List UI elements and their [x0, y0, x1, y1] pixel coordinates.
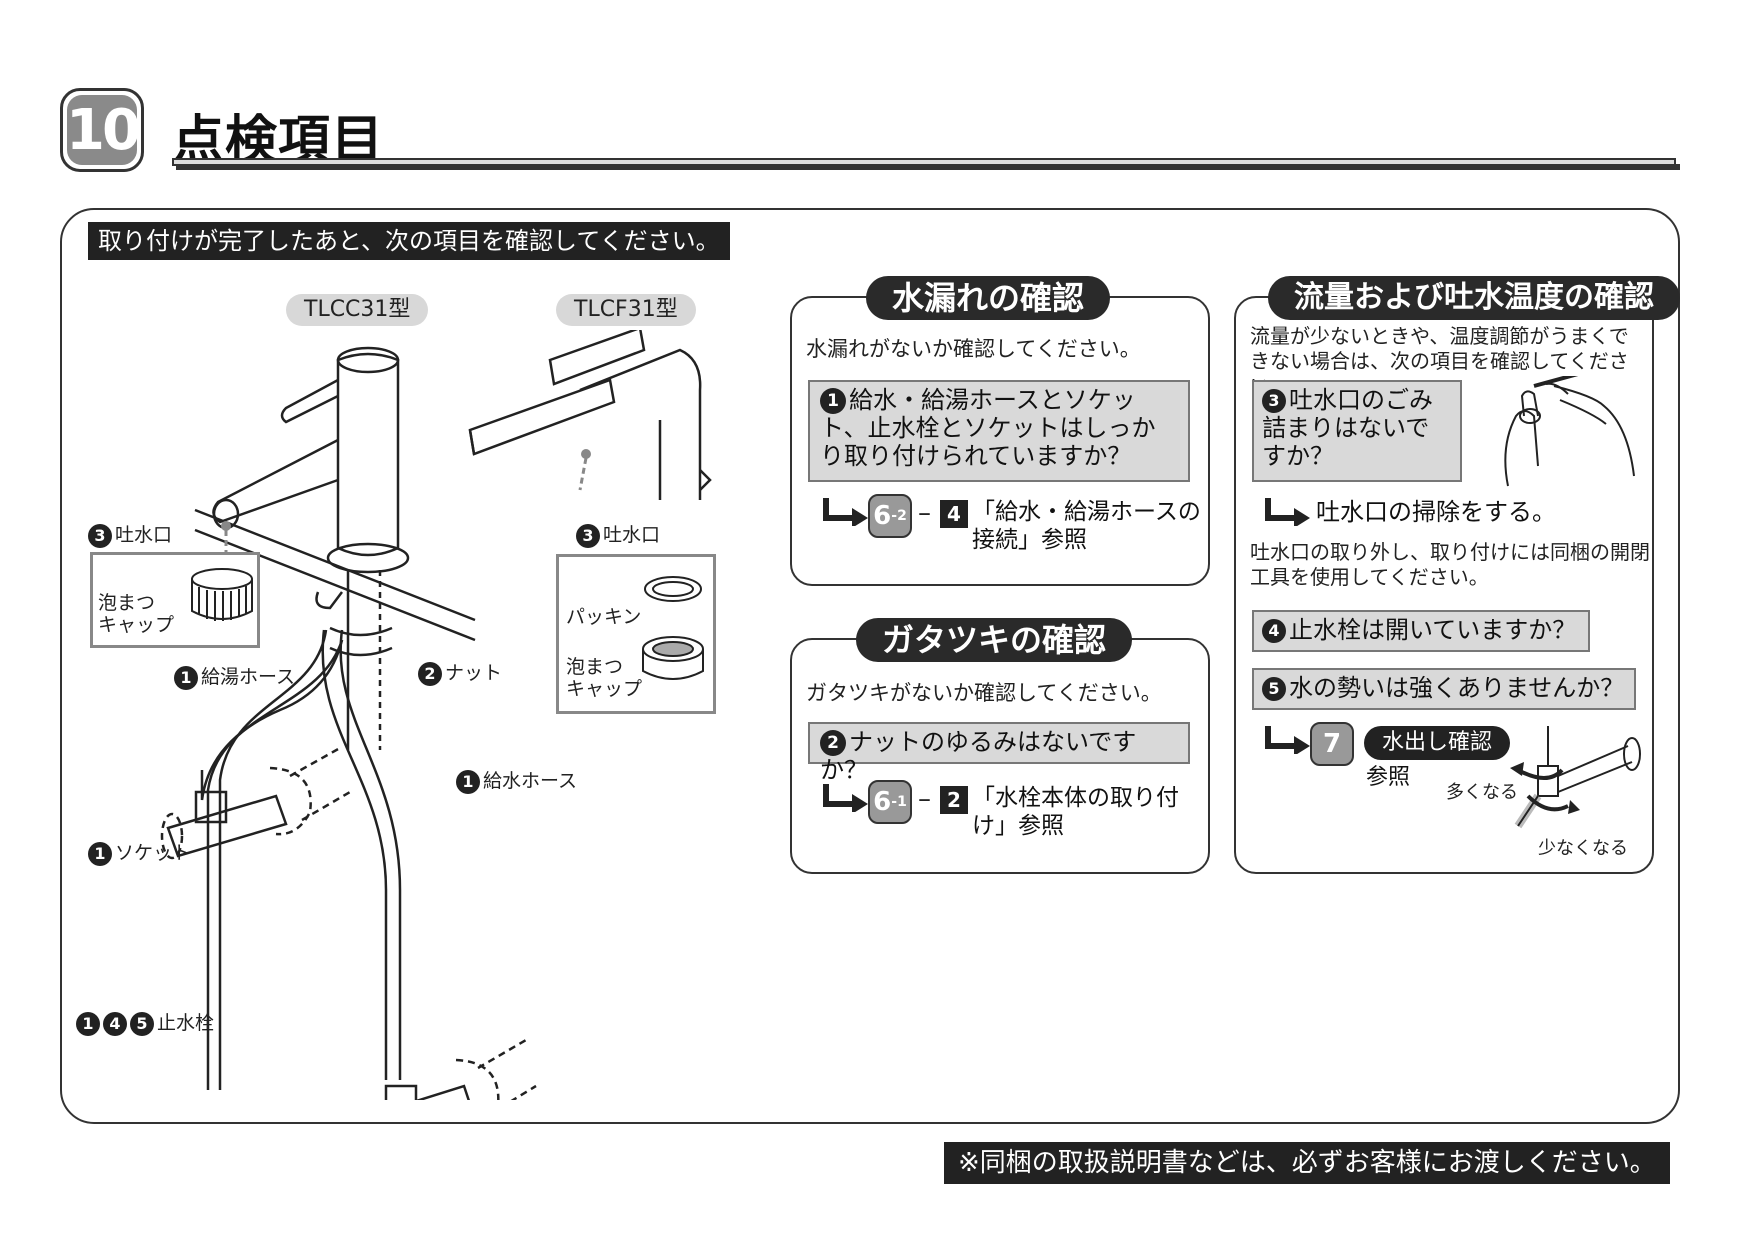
model-tlcf31-label: TLCF31型	[556, 294, 696, 326]
stop-valve-adjust-icon	[1510, 726, 1641, 829]
number-3-icon: 3	[1262, 389, 1286, 413]
more-flow-label: 多くなる	[1446, 782, 1518, 803]
number-1-icon: 1	[174, 665, 198, 690]
leak-check-title: 水漏れの確認	[866, 276, 1111, 320]
cleaning-spout-hands-icon	[1504, 376, 1635, 487]
section-number: 10	[66, 95, 141, 165]
water-test-pill: 水出し確認	[1364, 726, 1511, 760]
aerator-inset-right	[556, 554, 716, 714]
number-4-icon: 4	[1262, 619, 1286, 643]
arrow-right-icon	[1265, 498, 1310, 526]
aerator-cap-icon	[191, 568, 253, 621]
main-frame	[60, 208, 1680, 1124]
arrow-right-icon	[823, 498, 868, 526]
arrow-right-icon	[1265, 726, 1310, 754]
flow-check-title: 流量および吐水温度の確認	[1268, 276, 1680, 320]
check-5-reference-text: 参照	[1366, 765, 1411, 790]
step-6-2-chip: 6-2	[868, 494, 912, 538]
packing-label: パッキン	[566, 606, 642, 628]
number-3-icon: 3	[88, 523, 112, 548]
intro-banner: 取り付けが完了したあと、次の項目を確認してください。	[88, 222, 730, 260]
number-1-icon: 1	[456, 769, 480, 794]
number-4-icon: 4	[103, 1011, 127, 1036]
step-4-square: 4	[940, 500, 968, 528]
number-2-icon: 2	[820, 730, 846, 756]
number-2-icon: 2	[418, 661, 442, 686]
step-6-1-chip: 6-1	[868, 780, 912, 824]
clean-spout-action: 吐水口の掃除をする。	[1264, 494, 1654, 530]
model-tlcc31-label: TLCC31型	[286, 294, 429, 326]
rattle-check-reference: 6-1 – 2 「水栓本体の取り付け」参照	[822, 780, 1202, 840]
packing-and-aerator-icon	[642, 576, 704, 680]
footer-note: ※同梱の取扱説明書などは、必ずお客様にお渡しください。	[944, 1142, 1670, 1184]
rattle-check-text: ガタツキがないか確認してください。	[806, 681, 1162, 705]
number-1-icon: 1	[88, 841, 112, 866]
leak-check-text: 水漏れがないか確認してください。	[806, 337, 1141, 361]
aerator-inset-left	[90, 552, 260, 648]
step-7-chip: 7	[1310, 722, 1354, 766]
rattle-check-title: ガタツキの確認	[856, 618, 1133, 662]
title-rule	[172, 158, 1676, 166]
number-1-icon: 1	[76, 1011, 100, 1036]
less-flow-label: 少なくなる	[1538, 838, 1628, 859]
arrow-right-icon	[823, 784, 868, 812]
number-5-icon: 5	[1262, 677, 1286, 701]
clean-spout-note: 吐水口の取り外し、取り付けには同梱の開閉工具を使用してください。	[1250, 540, 1650, 589]
number-5-icon: 5	[130, 1011, 154, 1036]
faucet-installation-illustration	[160, 330, 712, 1100]
title-rule-shadow	[176, 164, 1680, 170]
check-5-reference: 7 水出し確認 参照	[1264, 722, 1564, 792]
flow-check-text: 流量が少ないときや、温度調節がうまくできない場合は、次の項目を確認してください。	[1250, 324, 1629, 398]
aerator-label-left: 泡まつ キャップ	[98, 592, 175, 636]
leak-check-reference-text: 「給水・給湯ホースの接続」参照	[972, 499, 1201, 553]
section-number-badge: 10	[60, 88, 144, 172]
rattle-check-reference-text: 「水栓本体の取り付け」参照	[972, 785, 1179, 839]
step-2-square: 2	[940, 786, 968, 814]
number-1-icon: 1	[820, 388, 846, 414]
number-3-icon: 3	[576, 523, 600, 548]
leak-check-item-text: 給水・給湯ホースとソケット、止水栓とソケットはしっかり取り付けられていますか？	[820, 386, 1156, 470]
rattle-check-item-text: ナットのゆるみはないですか？	[820, 728, 1137, 784]
aerator-label-right: 泡まつ キャップ	[566, 656, 643, 700]
leak-check-reference: 6-2 – 4 「給水・給湯ホースの接続」参照	[822, 494, 1202, 554]
